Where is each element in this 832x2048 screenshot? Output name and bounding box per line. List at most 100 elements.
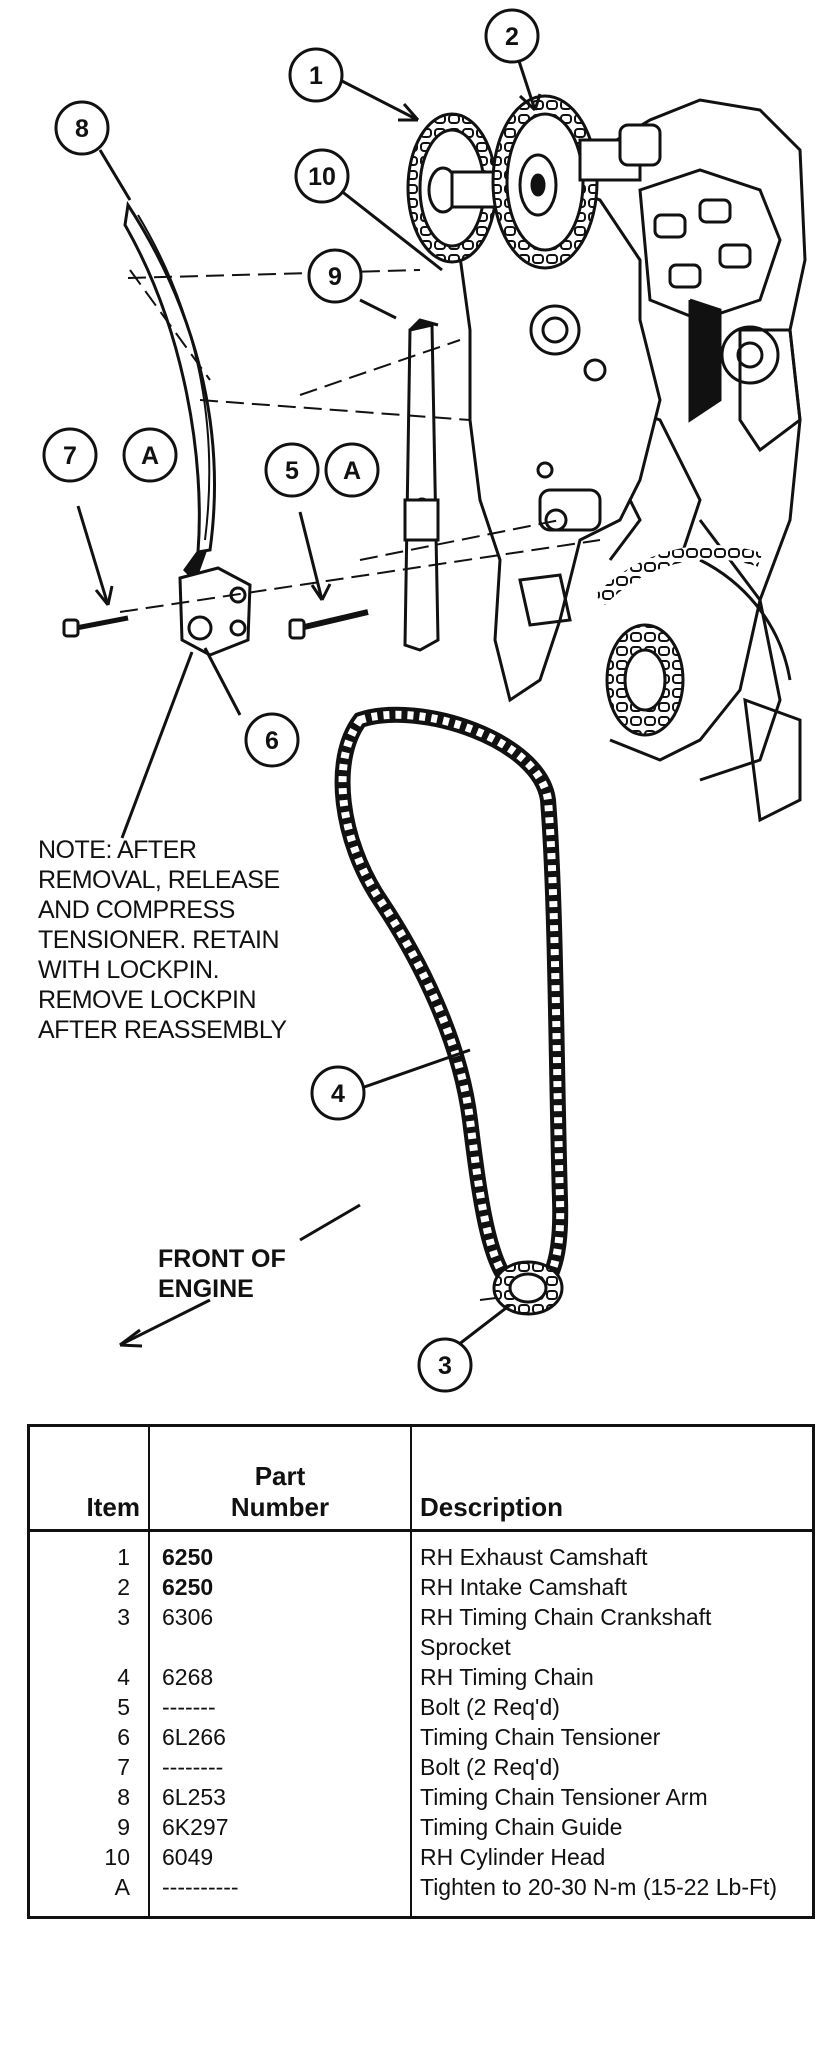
callout-a-left: A	[122, 427, 178, 483]
table-row: 10 6049 RH Cylinder Head	[28, 1842, 814, 1872]
table-row: 4 6268 RH Timing Chain	[28, 1662, 814, 1692]
callout-1: 1	[288, 47, 344, 103]
table-header-row: Item Part Number Description	[28, 1425, 814, 1532]
cell-description: Timing Chain Tensioner Arm	[420, 1784, 708, 1810]
cell-description: RH Timing Chain Crankshaft Sprocket	[420, 1604, 712, 1660]
cell-part: 6K297	[149, 1812, 412, 1842]
cell-description: RH Timing Chain	[420, 1664, 594, 1690]
exhaust-camshaft-sprocket	[406, 112, 509, 264]
bolt-7	[62, 615, 129, 638]
front-of-engine-label: FRONT OF ENGINE	[158, 1245, 286, 1303]
header-part-line2: Number	[230, 1492, 330, 1522]
svg-text:FRONT OF: FRONT OF	[158, 1245, 286, 1273]
svg-text:TENSIONER. RETAIN: TENSIONER. RETAIN	[38, 926, 279, 954]
svg-text:7: 7	[63, 442, 77, 470]
svg-text:WITH LOCKPIN.: WITH LOCKPIN.	[38, 956, 219, 984]
table-row: 1 6250 RH Exhaust Camshaft	[28, 1530, 814, 1572]
cell-part: 6268	[149, 1662, 412, 1692]
callout-2: 2	[484, 8, 540, 64]
callout-10: 10	[294, 148, 350, 204]
callout-a-right: A	[324, 442, 380, 498]
table-row: 6 6L266 Timing Chain Tensioner	[28, 1722, 814, 1752]
table-row: 7 -------- Bolt (2 Req'd)	[28, 1752, 814, 1782]
cell-description: Bolt (2 Req'd)	[420, 1694, 560, 1720]
table-row: 8 6L253 Timing Chain Tensioner Arm	[28, 1782, 814, 1812]
tensioner	[178, 566, 252, 657]
cell-description: Timing Chain Guide	[420, 1814, 623, 1840]
svg-text:10: 10	[308, 163, 336, 191]
timing-chain	[334, 706, 569, 1300]
engine-block	[539, 98, 807, 823]
timing-chain-diagram: 1 2 3 4 5 6 7 8 9 10 A A	[38, 8, 807, 1393]
cell-part: 6306	[149, 1602, 412, 1662]
svg-text:2: 2	[505, 23, 519, 51]
table-row: 2 6250 RH Intake Camshaft	[28, 1572, 814, 1602]
svg-text:AFTER REASSEMBLY: AFTER REASSEMBLY	[38, 1016, 287, 1044]
cell-part: 6250	[149, 1530, 412, 1572]
header-description: Description	[411, 1425, 814, 1532]
svg-text:REMOVAL, RELEASE: REMOVAL, RELEASE	[38, 866, 280, 894]
callout-3: 3	[417, 1337, 473, 1393]
table-row: 5 ------- Bolt (2 Req'd)	[28, 1692, 814, 1722]
cell-part: 6250	[149, 1572, 412, 1602]
cell-part: ----------	[149, 1872, 412, 1918]
header-item: Item	[28, 1425, 150, 1532]
callout-5: 5	[264, 442, 320, 498]
svg-text:4: 4	[331, 1080, 345, 1108]
cell-description: Timing Chain Tensioner	[420, 1724, 661, 1750]
cell-part: 6L266	[149, 1722, 412, 1752]
cell-item: 6	[28, 1722, 150, 1752]
cell-item: 10	[28, 1842, 150, 1872]
table-row: 3 6306 RH Timing Chain Crankshaft Sprock…	[28, 1602, 814, 1662]
cell-item: 1	[28, 1530, 150, 1572]
callout-6: 6	[244, 712, 300, 768]
callout-4: 4	[310, 1065, 366, 1121]
header-part-line1: Part	[254, 1461, 306, 1491]
cell-item: 5	[28, 1692, 150, 1722]
cell-part: --------	[149, 1752, 412, 1782]
intake-camshaft-sprocket	[491, 94, 662, 270]
svg-text:NOTE: AFTER: NOTE: AFTER	[38, 836, 196, 864]
cell-part: -------	[149, 1692, 412, 1722]
cell-item: 8	[28, 1782, 150, 1812]
cell-description: RH Cylinder Head	[420, 1844, 606, 1870]
svg-text:6: 6	[265, 727, 279, 755]
svg-text:5: 5	[285, 457, 299, 485]
svg-text:REMOVE LOCKPIN: REMOVE LOCKPIN	[38, 986, 256, 1014]
svg-text:ENGINE: ENGINE	[158, 1275, 254, 1303]
cell-item: 7	[28, 1752, 150, 1782]
callout-9: 9	[307, 248, 363, 304]
crankshaft-gear	[595, 545, 763, 737]
svg-text:AND COMPRESS: AND COMPRESS	[38, 896, 235, 924]
leader-lines	[76, 57, 542, 1357]
svg-text:1: 1	[309, 62, 323, 90]
cell-description: Bolt (2 Req'd)	[420, 1754, 560, 1780]
svg-text:A: A	[141, 442, 159, 470]
table-row: A ---------- Tighten to 20-30 N-m (15-22…	[28, 1872, 814, 1918]
cell-item: 3	[28, 1602, 150, 1662]
cell-description: RH Exhaust Camshaft	[420, 1544, 648, 1570]
svg-text:8: 8	[75, 115, 89, 143]
cell-description: RH Intake Camshaft	[420, 1574, 628, 1600]
cell-item: A	[28, 1872, 150, 1918]
timing-chain-guide	[403, 318, 440, 652]
note-text: NOTE: AFTER REMOVAL, RELEASE AND COMPRES…	[38, 836, 288, 1044]
bolt-5	[288, 609, 369, 640]
tensioner-arm	[123, 200, 216, 583]
svg-text:A: A	[343, 457, 361, 485]
svg-text:3: 3	[438, 1352, 452, 1380]
header-part-number: Part Number	[149, 1425, 412, 1532]
cell-part: 6L253	[149, 1782, 412, 1812]
cell-item: 2	[28, 1572, 150, 1602]
crankshaft-sprocket	[492, 1260, 564, 1316]
cell-part: 6049	[149, 1842, 412, 1872]
callout-8: 8	[54, 100, 110, 156]
cylinder-head	[453, 183, 662, 703]
cell-description: Tighten to 20-30 N-m (15-22 Lb-Ft)	[420, 1874, 778, 1900]
cell-item: 4	[28, 1662, 150, 1692]
parts-legend-table: Item Part Number Description 1 6250 RH E…	[27, 1424, 815, 1919]
svg-text:9: 9	[328, 263, 342, 291]
callout-7: 7	[42, 427, 98, 483]
cell-item: 9	[28, 1812, 150, 1842]
table-row: 9 6K297 Timing Chain Guide	[28, 1812, 814, 1842]
